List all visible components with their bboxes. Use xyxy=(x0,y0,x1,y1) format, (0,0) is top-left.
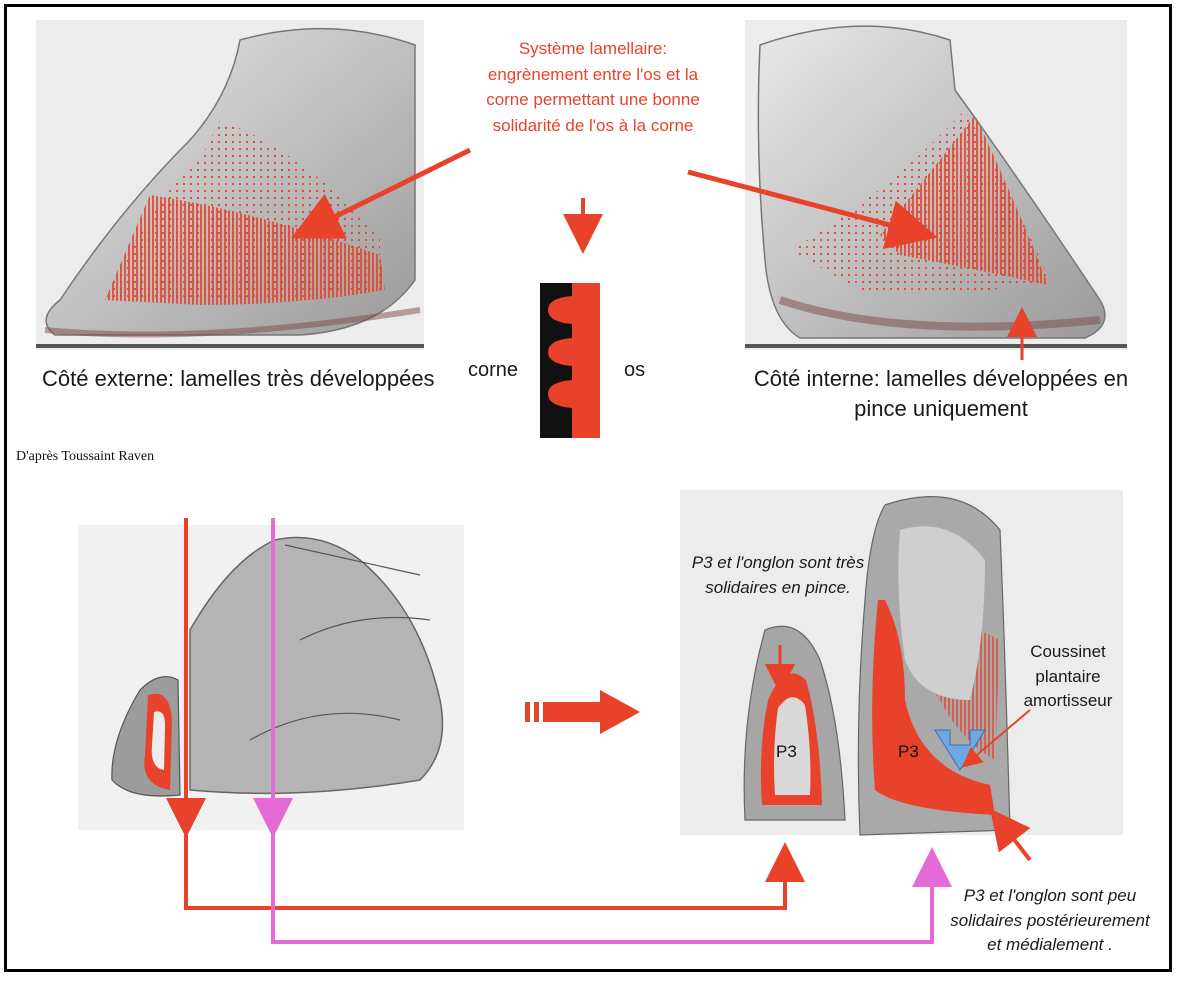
corne-label: corne xyxy=(468,357,518,384)
pince-caption-line: solidaires en pince. xyxy=(663,576,893,601)
interlock-diagram xyxy=(540,283,600,438)
hoof-internal-side-image xyxy=(745,20,1127,350)
internal-side-label: Côté interne: lamelles développées en pi… xyxy=(746,364,1136,423)
pince-caption-line: P3 et l'onglon sont très xyxy=(663,551,893,576)
dashed-transition-arrow xyxy=(525,690,640,734)
caption-line: Système lamellaire: xyxy=(468,36,718,62)
source-credit: D'après Toussaint Raven xyxy=(16,448,154,467)
posterior-caption-line: solidaires postérieurement xyxy=(930,909,1170,934)
posterior-caption-line: P3 et l'onglon sont peu xyxy=(930,884,1170,909)
coussinet-line: Coussinet xyxy=(1008,640,1128,665)
coussinet-line: plantaire xyxy=(1008,665,1128,690)
internal-label-line: pince uniquement xyxy=(746,394,1136,424)
caption-line: corne permettant une bonne xyxy=(468,87,718,113)
posterior-caption-line: et médialement . xyxy=(930,933,1170,958)
caption-line: engrènement entre l'os et la xyxy=(468,62,718,88)
coussinet-caption: Coussinet plantaire amortisseur xyxy=(1008,640,1128,714)
caption-line: solidarité de l'os à la corne xyxy=(468,113,718,139)
external-side-label: Côté externe: lamelles très développées xyxy=(42,364,435,394)
posterior-solidarity-caption: P3 et l'onglon sont peu solidaires posté… xyxy=(930,884,1170,958)
os-label: os xyxy=(624,357,645,384)
p3-label-back: P3 xyxy=(898,742,919,762)
internal-label-line: Côté interne: lamelles développées en xyxy=(746,364,1136,394)
pince-solidarity-caption: P3 et l'onglon sont très solidaires en p… xyxy=(663,551,893,600)
coussinet-line: amortisseur xyxy=(1008,689,1128,714)
hoof-external-side-image xyxy=(36,20,424,350)
p3-label-front: P3 xyxy=(776,742,797,762)
lamellar-system-caption: Système lamellaire: engrènement entre l'… xyxy=(468,36,718,138)
